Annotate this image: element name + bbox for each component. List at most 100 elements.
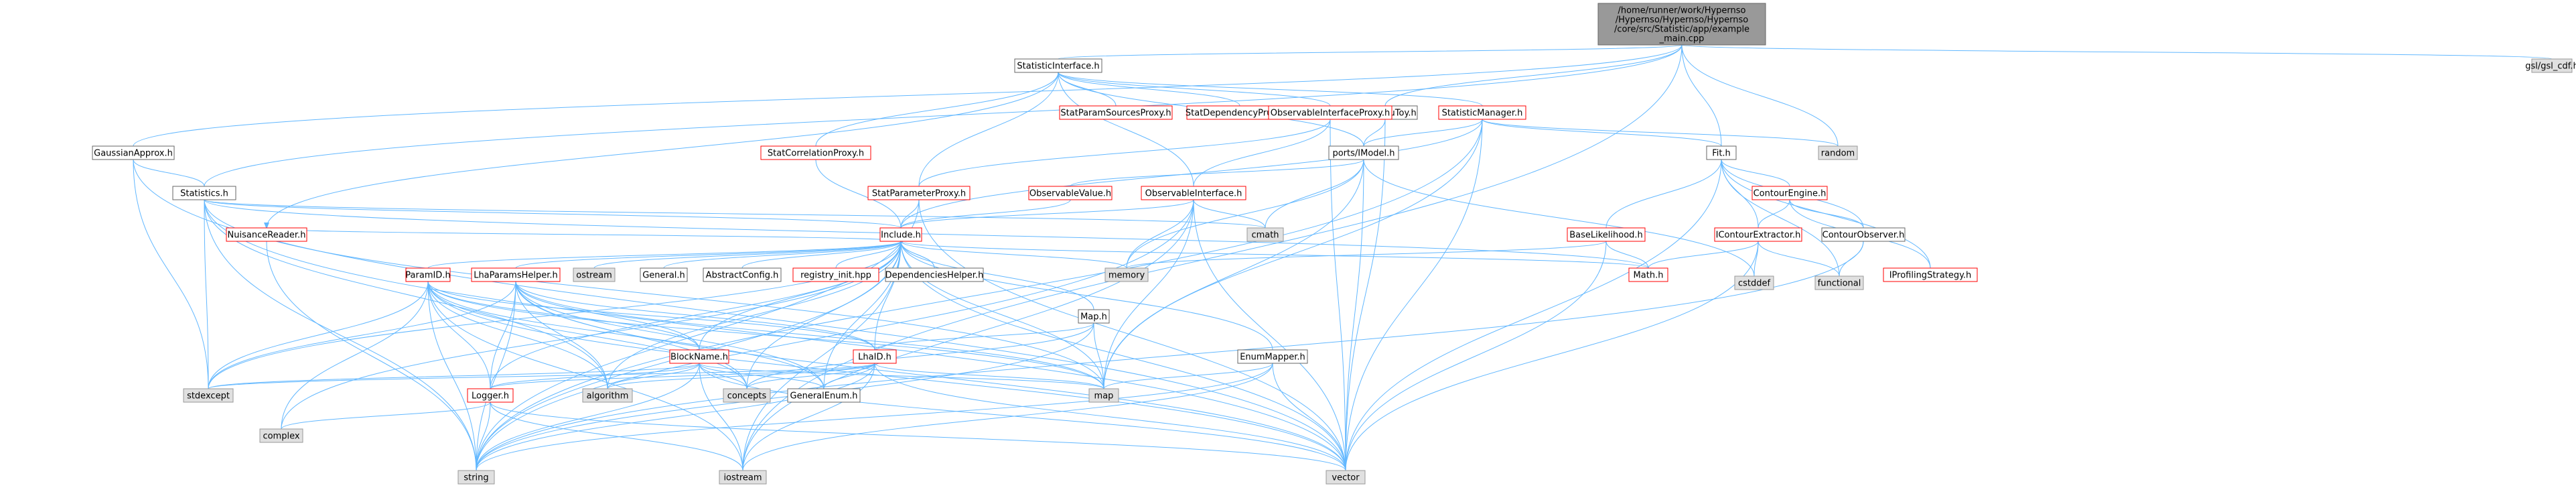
edge-include-to-blockname	[699, 235, 904, 351]
edge-lhaid-to-iostream	[742, 357, 878, 471]
node-statparamsources[interactable]: StatParamSourcesProxy.h	[1059, 105, 1173, 120]
node-mathh[interactable]: Math.h	[1628, 267, 1668, 282]
node-contourengine-label: ContourEngine.h	[1754, 189, 1827, 199]
edge-portsmodel-to-cstddef	[1360, 153, 1755, 277]
edge-observableinterface-to-include	[900, 194, 1197, 229]
edge-lhaparamshelper-to-lhaid	[512, 275, 875, 351]
node-statcorrelation[interactable]: StatCorrelationProxy.h	[760, 145, 871, 160]
edge-include-to-map	[898, 235, 1104, 389]
node-logger-box	[467, 388, 514, 403]
node-registryinit[interactable]: registry_init.hpp	[792, 267, 879, 282]
node-enummapper-box	[1237, 349, 1308, 364]
edge-statisticinterface-to-observableinterfaceproxy	[1055, 66, 1331, 107]
edge-icontourextractor-to-mathh	[1648, 235, 1762, 269]
node-fit-box	[1706, 145, 1737, 160]
node-general-box	[640, 267, 688, 282]
node-contourobserver[interactable]: ContourObserver.h	[1821, 227, 1906, 242]
edge-lhaparamshelper-to-map	[512, 275, 1104, 389]
node-observablevalue-box	[1028, 186, 1113, 200]
node-icontourextractor[interactable]: IContourExtractor.h	[1714, 227, 1802, 242]
edge-lhaid-to-algorithm	[607, 357, 878, 389]
edge-statistics-to-string	[201, 194, 477, 471]
edge-paramid-to-vector	[425, 275, 1346, 471]
edge-statisticinterface-to-statisticmanager	[1055, 66, 1483, 107]
node-string-label: string	[463, 473, 488, 483]
edge-enummapper-to-string	[476, 357, 1276, 471]
node-statparameterproxy[interactable]: StatParameterProxy.h	[867, 186, 971, 200]
node-lhaparamshelper[interactable]: LhaParamsHelper.h	[471, 267, 561, 282]
node-basellikelihood[interactable]: BaseLikelihood.h	[1567, 227, 1646, 242]
node-statcorrelation-label: StatCorrelationProxy.h	[768, 149, 864, 159]
node-statisticinterface[interactable]: StatisticInterface.h	[1014, 58, 1102, 73]
node-include-label: Include.h	[881, 231, 921, 241]
edge-paramid-to-algorithm	[425, 275, 608, 389]
node-lhaid[interactable]: LhaID.h	[853, 349, 897, 364]
edge-include-to-lhaparamshelper	[515, 235, 904, 269]
node-abstractconfig-label: AbstractConfig.h	[706, 271, 779, 281]
node-observableinterfaceproxy-label: ObservableInterfaceProxy.h	[1271, 109, 1390, 119]
edge-map_h-to-map	[1090, 317, 1104, 389]
node-cmath-box	[1246, 227, 1284, 242]
edge-gaussianapprox-to-vector	[130, 153, 1346, 471]
node-logger[interactable]: Logger.h	[467, 388, 514, 403]
edge-logger-to-complex	[281, 396, 494, 430]
node-dependencieshelper[interactable]: DependenciesHelper.h	[885, 267, 984, 282]
node-generalenum-box	[787, 388, 861, 403]
edge-include-to-mathh	[898, 235, 1649, 269]
edge-statisticinterface-to-nuisancereader	[266, 66, 1062, 229]
node-memory-box	[1104, 267, 1149, 282]
node-random: random	[1818, 145, 1858, 160]
node-nuisancereader[interactable]: NuisanceReader.h	[226, 227, 307, 242]
edge-portsmodel-to-map	[1103, 153, 1367, 389]
node-abstractconfig[interactable]: AbstractConfig.h	[703, 267, 782, 282]
node-iprofiling[interactable]: IProfilingStrategy.h	[1883, 267, 1978, 282]
graph-nodes: /home/runner/work/Hypernso/Hypernso/Hype…	[92, 3, 2576, 485]
node-portsmodel[interactable]: ports/IModel.h	[1328, 145, 1399, 160]
node-paramid[interactable]: ParamID.h	[405, 267, 451, 282]
node-observablevalue[interactable]: ObservableValue.h	[1028, 186, 1113, 200]
node-ostream: ostream	[573, 267, 616, 282]
node-contourengine[interactable]: ContourEngine.h	[1751, 186, 1828, 200]
edge-blockname-to-iostream	[696, 357, 743, 471]
edge-gaussianapprox-to-stdexcept	[130, 153, 209, 389]
node-map_h-box	[1078, 309, 1110, 324]
node-observableinterface[interactable]: ObservableInterface.h	[1141, 186, 1246, 200]
node-stdexcept-label: stdexcept	[187, 391, 230, 401]
node-root[interactable]: /home/runner/work/Hypernso/Hypernso/Hype…	[1597, 3, 1766, 46]
edge-blockname-to-logger	[490, 357, 703, 389]
node-statistics[interactable]: Statistics.h	[172, 186, 236, 200]
node-gaussianapprox-box	[92, 145, 175, 160]
node-paramid-box	[405, 267, 451, 282]
edge-lhaid-to-string	[476, 357, 878, 471]
node-general[interactable]: General.h	[640, 267, 688, 282]
edge-statistics-to-stdexcept	[201, 194, 209, 389]
edge-gaussianapprox-to-statistics	[130, 153, 205, 187]
node-observableinterfaceproxy[interactable]: ObservableInterfaceProxy.h	[1268, 105, 1392, 120]
node-statdependency[interactable]: StatDependencyPruner.h	[1186, 105, 1294, 120]
node-fit[interactable]: Fit.h	[1706, 145, 1737, 160]
node-gaussianapprox[interactable]: GaussianApprox.h	[92, 145, 175, 160]
edge-blockname-to-concepts	[696, 357, 747, 389]
edge-map_h-to-string	[476, 317, 1097, 471]
edge-include-to-paramid	[427, 235, 904, 269]
node-cstddef-label: cstddef	[1738, 279, 1771, 289]
edge-basellikelihood-to-vector	[1345, 235, 1609, 471]
node-generalenum[interactable]: GeneralEnum.h	[787, 388, 861, 403]
node-statisticmanager[interactable]: StatisticManager.h	[1438, 105, 1526, 120]
node-random-box	[1818, 145, 1858, 160]
node-map-label: map	[1094, 391, 1114, 401]
node-include[interactable]: Include.h	[879, 227, 922, 242]
edge-include-to-map_h	[898, 235, 1094, 310]
node-logger-label: Logger.h	[472, 391, 509, 401]
node-concepts-label: concepts	[727, 391, 767, 401]
edge-fit-to-vector	[1345, 153, 1725, 471]
edge-statisticmanager-to-fit	[1479, 113, 1722, 147]
edge-enummapper-to-vector	[1269, 357, 1346, 471]
node-statdependency-label: StatDependencyPruner.h	[1186, 109, 1294, 119]
edge-root-to-statisticinterface	[1058, 39, 1685, 60]
node-algorithm: algorithm	[582, 388, 633, 403]
edge-lhaparamshelper-to-stdexcept	[208, 275, 519, 389]
node-map_h[interactable]: Map.h	[1078, 309, 1110, 324]
node-enummapper[interactable]: EnumMapper.h	[1237, 349, 1308, 364]
node-blockname[interactable]: BlockName.h	[669, 349, 729, 364]
